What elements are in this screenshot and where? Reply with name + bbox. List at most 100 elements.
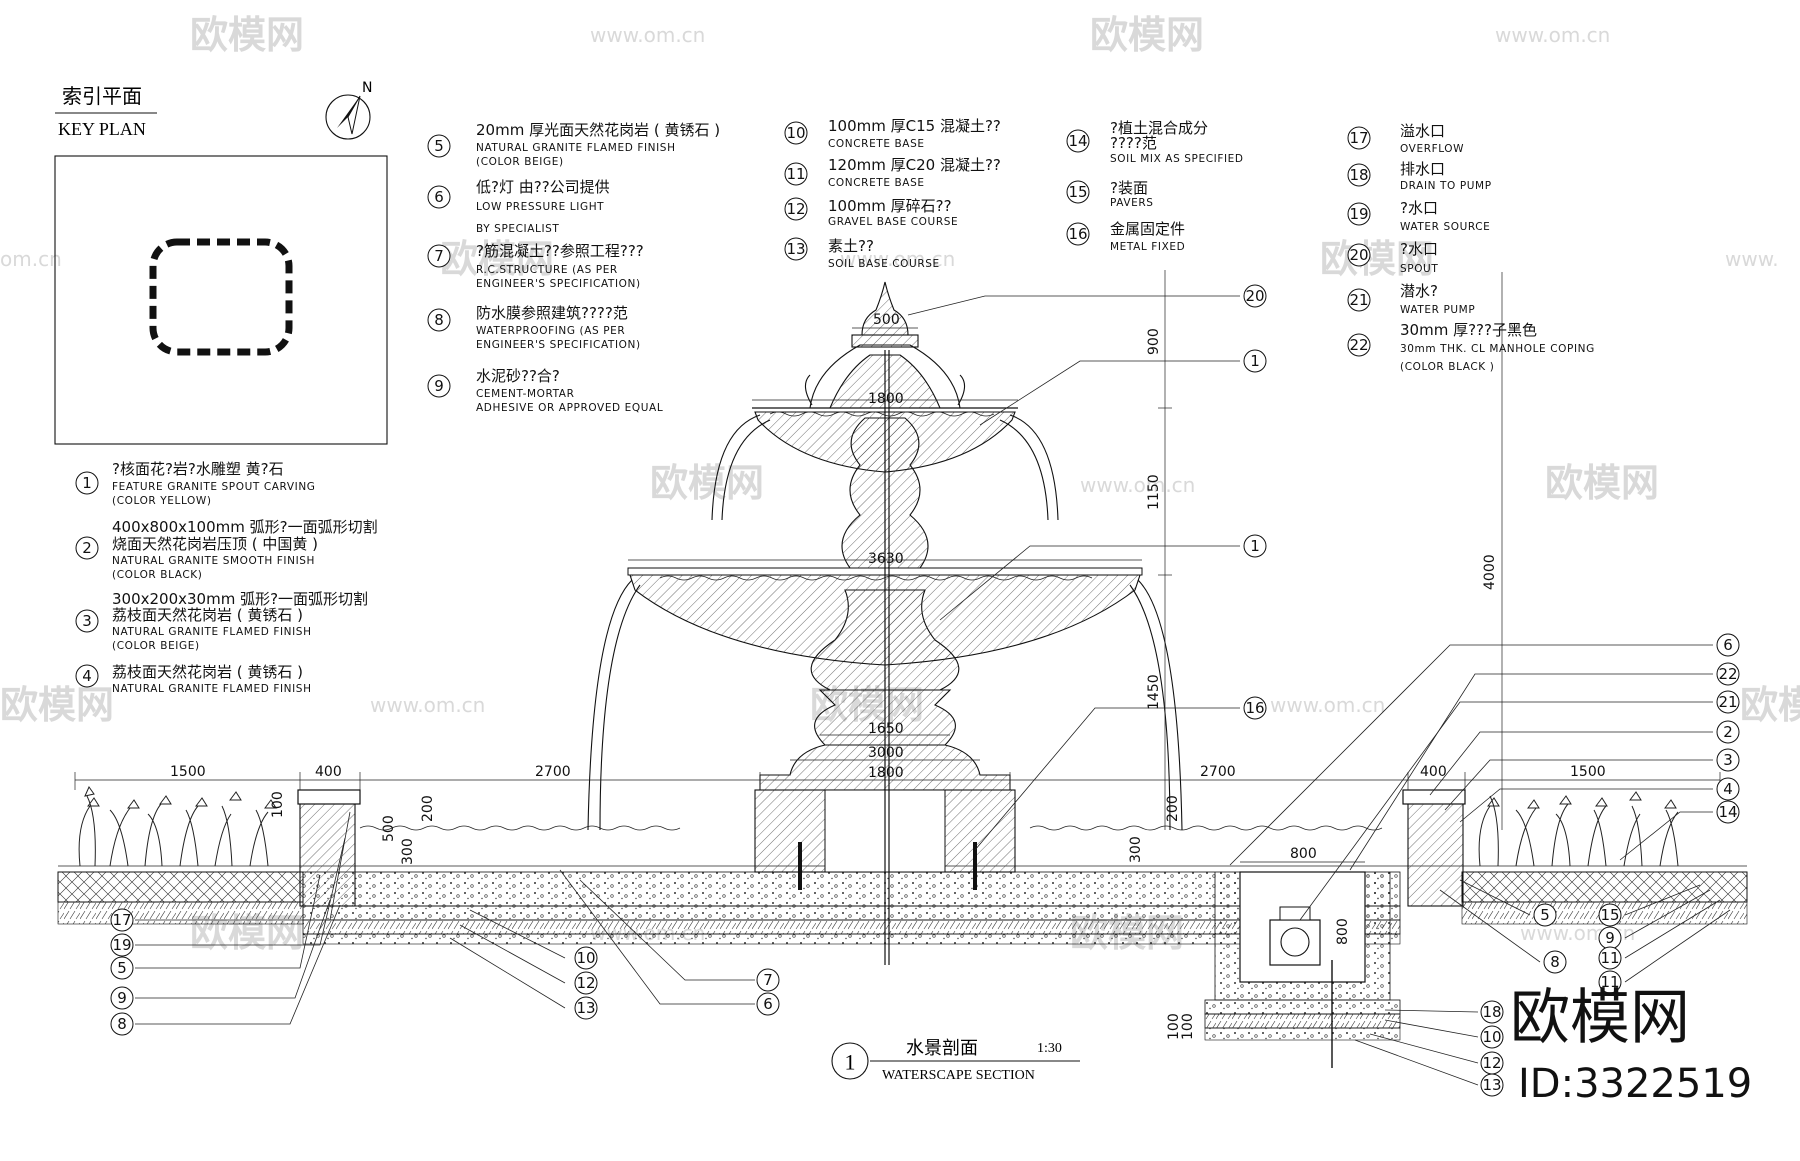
- legend-col2: 10 100mm 厚C15 混凝土?? CONCRETE BASE 11 120…: [784, 117, 1001, 270]
- svg-text:欧模网: 欧模网: [1320, 237, 1434, 281]
- svg-text:6: 6: [1723, 636, 1733, 654]
- svg-text:防水膜参照建筑????范: 防水膜参照建筑????范: [476, 304, 628, 322]
- svg-text:19: 19: [112, 936, 131, 954]
- svg-text:NATURAL GRANITE FLAMED FINISH: NATURAL GRANITE FLAMED FINISH: [112, 626, 312, 638]
- svg-text:18: 18: [1349, 166, 1368, 184]
- svg-text:11: 11: [786, 165, 805, 183]
- svg-text:SPOUT: SPOUT: [1400, 263, 1438, 275]
- svg-text:14: 14: [1068, 132, 1087, 150]
- svg-text:800: 800: [1290, 846, 1317, 862]
- key-plan-title-cn: 索引平面: [62, 84, 142, 108]
- svg-text:16: 16: [1245, 699, 1264, 717]
- legend-col3: 14 ?植土混合成分 ????范 SOIL MIX AS SPECIFIED 1…: [1066, 119, 1244, 253]
- svg-text:10: 10: [786, 124, 805, 142]
- svg-text:400: 400: [1420, 764, 1447, 780]
- svg-text:METAL FIXED: METAL FIXED: [1110, 241, 1185, 253]
- svg-text:9: 9: [1605, 929, 1615, 947]
- svg-text:13: 13: [1482, 1076, 1501, 1094]
- svg-text:www.om.cn: www.om.cn: [1270, 693, 1385, 717]
- svg-text:荔枝面天然花岗岩 ( 黄锈石 ): 荔枝面天然花岗岩 ( 黄锈石 ): [112, 606, 303, 624]
- svg-text:www.om.cn: www.om.cn: [590, 23, 705, 47]
- svg-text:3: 3: [82, 612, 92, 630]
- svg-text:15: 15: [1600, 906, 1619, 924]
- svg-text:20: 20: [1245, 287, 1264, 305]
- svg-text:4000: 4000: [1482, 554, 1498, 590]
- svg-text:5: 5: [1540, 906, 1550, 924]
- svg-text:5: 5: [434, 137, 444, 155]
- svg-text:欧模网: 欧模网: [1740, 683, 1800, 727]
- svg-text:欧模网: 欧模网: [0, 683, 114, 727]
- svg-text:?筋混凝土??参照工程???: ?筋混凝土??参照工程???: [476, 242, 644, 260]
- svg-text:WATER PUMP: WATER PUMP: [1400, 304, 1475, 316]
- svg-text:1650: 1650: [868, 721, 904, 737]
- svg-text:GRAVEL BASE COURSE: GRAVEL BASE COURSE: [828, 216, 958, 228]
- svg-text:6: 6: [763, 995, 773, 1013]
- callouts-right: 6 22 21 2 3 4 14 15 9 11 11: [1229, 633, 1740, 994]
- svg-text:DRAIN TO PUMP: DRAIN TO PUMP: [1400, 180, 1492, 192]
- svg-text:20mm 厚光面天然花岗岩 ( 黄锈石 ): 20mm 厚光面天然花岗岩 ( 黄锈石 ): [476, 121, 720, 139]
- svg-text:1150: 1150: [1146, 474, 1162, 510]
- svg-text:水泥砂??合?: 水泥砂??合?: [476, 367, 560, 385]
- svg-text:500: 500: [873, 312, 900, 328]
- svg-text:2700: 2700: [535, 764, 571, 780]
- svg-text:欧模网: 欧模网: [190, 13, 304, 57]
- svg-text:22: 22: [1718, 665, 1737, 683]
- svg-text:金属固定件: 金属固定件: [1110, 220, 1185, 238]
- key-plan-frame: [54, 155, 388, 445]
- north-arrow-icon: N: [325, 80, 372, 140]
- svg-text:欧模网: 欧模网: [1090, 13, 1204, 57]
- svg-text:欧模网: 欧模网: [1545, 461, 1659, 505]
- svg-text:PAVERS: PAVERS: [1110, 197, 1154, 209]
- svg-text:3: 3: [1723, 751, 1733, 769]
- svg-text:400: 400: [315, 764, 342, 780]
- svg-text:4: 4: [1723, 780, 1733, 798]
- svg-text:7: 7: [434, 247, 444, 265]
- svg-text:1: 1: [845, 1050, 856, 1075]
- legend-col4: 17 溢水口 OVERFLOW 18 排水口 DRAIN TO PUMP 19 …: [1347, 122, 1594, 373]
- svg-text:8: 8: [1550, 953, 1560, 971]
- svg-text:15: 15: [1068, 183, 1087, 201]
- svg-text:BY SPECIALIST: BY SPECIALIST: [476, 223, 559, 235]
- svg-text:SOIL MIX AS SPECIFIED: SOIL MIX AS SPECIFIED: [1110, 153, 1244, 165]
- svg-text:NATURAL GRANITE SMOOTH FINISH: NATURAL GRANITE SMOOTH FINISH: [112, 555, 315, 567]
- brand-stamp-name: 欧模网: [1510, 983, 1690, 1053]
- svg-text:R.C.STRUCTURE (AS PER: R.C.STRUCTURE (AS PER: [476, 264, 618, 276]
- svg-text:8: 8: [434, 311, 444, 329]
- svg-text:300: 300: [400, 838, 416, 865]
- svg-text:2: 2: [82, 539, 92, 557]
- svg-text:19: 19: [1349, 205, 1368, 223]
- svg-text:N: N: [362, 80, 372, 96]
- planting-left: [78, 785, 277, 867]
- svg-text:11: 11: [1600, 949, 1619, 967]
- svg-text:11: 11: [1600, 973, 1619, 991]
- svg-text:NATURAL GRANITE FLAMED FINISH: NATURAL GRANITE FLAMED FINISH: [112, 683, 312, 695]
- svg-text:FEATURE GRANITE SPOUT CARVING: FEATURE GRANITE SPOUT CARVING: [112, 481, 316, 493]
- svg-text:10: 10: [576, 949, 595, 967]
- svg-text:1500: 1500: [170, 764, 206, 780]
- svg-text:6: 6: [434, 188, 444, 206]
- section-title-en: WATERSCAPE SECTION: [882, 1068, 1035, 1083]
- svg-text:欧模网: 欧模网: [650, 461, 764, 505]
- svg-text:30mm 厚???子黑色: 30mm 厚???子黑色: [1400, 321, 1537, 339]
- svg-text:500: 500: [381, 815, 397, 842]
- svg-text:SOIL BASE COURSE: SOIL BASE COURSE: [828, 258, 940, 270]
- svg-text:800: 800: [1335, 918, 1351, 945]
- svg-text:?水口: ?水口: [1400, 199, 1438, 217]
- svg-text:溢水口: 溢水口: [1400, 122, 1445, 140]
- callouts-bottom: 10 12 13 7 6: [449, 869, 780, 1020]
- svg-text:www.om.cn: www.om.cn: [1080, 473, 1195, 497]
- svg-text:100: 100: [270, 791, 286, 818]
- brand-stamp-id: ID:3322519: [1518, 1061, 1752, 1107]
- svg-text:OVERFLOW: OVERFLOW: [1400, 143, 1464, 155]
- svg-text:1500: 1500: [1570, 764, 1606, 780]
- svg-text:1450: 1450: [1146, 674, 1162, 710]
- svg-text:1800: 1800: [868, 765, 904, 781]
- svg-text:www.om.cn: www.om.cn: [370, 693, 485, 717]
- key-plan: 索引平面 KEY PLAN N: [54, 80, 388, 445]
- svg-text:12: 12: [1482, 1054, 1501, 1072]
- svg-text:LOW PRESSURE LIGHT: LOW PRESSURE LIGHT: [476, 201, 604, 213]
- water-pump-icon: [1269, 906, 1333, 1068]
- svg-text:8: 8: [117, 1015, 127, 1033]
